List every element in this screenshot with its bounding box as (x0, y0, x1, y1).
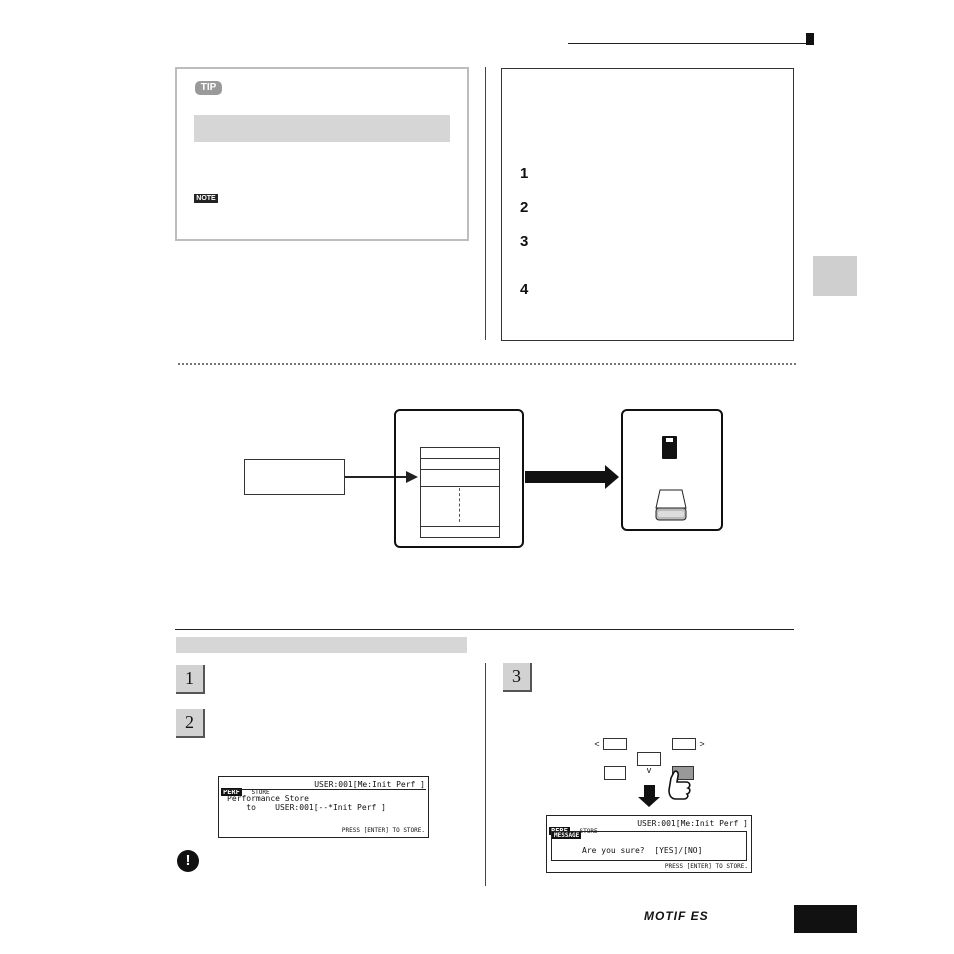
step-box: 3 (503, 663, 532, 692)
flow-arrow (345, 476, 408, 478)
section-rule (175, 629, 794, 630)
motif-es-logo: MOTIF ES (644, 909, 709, 923)
step-box: 2 (176, 709, 205, 738)
save-arrow (525, 471, 607, 483)
inc-label: > (699, 739, 705, 749)
tip-box (175, 67, 469, 241)
column-divider (485, 67, 486, 340)
chapter-side-tab (813, 256, 857, 296)
down-arrow-head (638, 797, 660, 807)
header-marker (806, 33, 814, 45)
lcd-line: to USER:001[--*Init Perf ] (227, 803, 386, 812)
no-button[interactable] (604, 766, 626, 780)
usb-drive-icon (655, 489, 687, 521)
lcd-footer: PRESS [ENTER] TO STORE. (664, 863, 748, 870)
note-icon: NOTE (194, 194, 218, 203)
dec-no-button[interactable] (603, 738, 627, 750)
lcd-message-window: MESSAGE Are you sure? [YES]/[NO] (551, 831, 747, 861)
lcd-line: Performance Store (227, 794, 309, 803)
procedure-box (501, 68, 794, 341)
step-number: 1 (520, 165, 529, 182)
memory-row-divider (420, 458, 500, 459)
v-button[interactable] (637, 752, 661, 766)
lcd-mode-tag: PERF (221, 788, 242, 796)
page-number-box (794, 905, 857, 933)
step-number: 4 (520, 281, 529, 298)
lcd-store-screen: PERF STORE USER:001[Me:Init Perf ] Perfo… (218, 776, 429, 838)
v-label: v (646, 765, 652, 775)
column-divider (485, 663, 486, 886)
lcd-header-rule (221, 789, 426, 790)
lcd-confirm-prompt: Are you sure? [YES]/[NO] (582, 846, 703, 855)
step-number: 3 (520, 233, 529, 250)
inc-yes-button[interactable] (672, 738, 696, 750)
flow-arrow-head (406, 471, 418, 483)
header-rule (568, 43, 806, 44)
section-heading-bar (176, 637, 467, 653)
dec-label: < (594, 739, 600, 749)
step-box: 1 (176, 665, 205, 694)
lcd-confirm-screen: PERF STORE USER:001[Me:Init Perf ] MESSA… (546, 815, 752, 873)
tip-badge: TIP (195, 81, 222, 95)
lcd-location: USER:001[Me:Init Perf ] (637, 819, 748, 828)
lcd-footer: PRESS [ENTER] TO STORE. (341, 827, 425, 834)
internal-memory-box (394, 409, 524, 548)
edit-buffer-box (244, 459, 345, 495)
memory-row-divider (420, 526, 500, 527)
memory-row-divider (420, 486, 500, 487)
external-storage-box (621, 409, 723, 531)
memory-dashed-line (459, 488, 460, 522)
pointing-finger-icon (668, 770, 691, 800)
dotted-separator (178, 363, 796, 365)
memory-row-divider (420, 469, 500, 470)
memory-table (420, 447, 500, 538)
memory-card-icon (662, 436, 677, 459)
lcd-message-tag: MESSAGE (552, 832, 582, 839)
lcd-mode-label: STORE (251, 789, 270, 796)
lcd-location: USER:001[Me:Init Perf ] (314, 780, 425, 789)
down-arrow (644, 785, 655, 797)
caution-icon: ! (177, 850, 199, 872)
save-arrow-head (605, 465, 619, 489)
step-number: 2 (520, 199, 529, 216)
tip-heading-bar (194, 115, 450, 142)
